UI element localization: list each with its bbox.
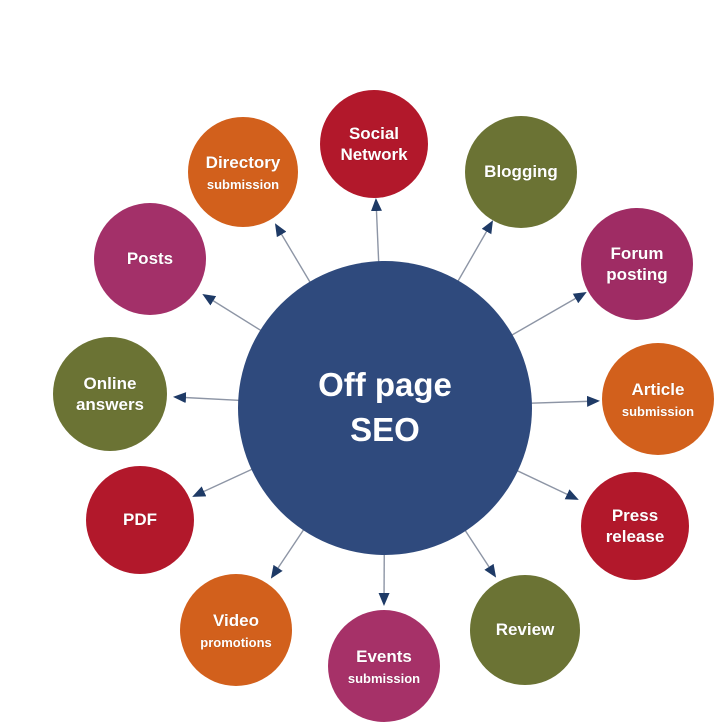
node-label: Social Network bbox=[340, 123, 408, 164]
node-label: Video bbox=[213, 610, 259, 630]
node-label: PDF bbox=[123, 510, 157, 530]
node-video-promotions: Video promotions bbox=[180, 574, 292, 686]
node-label: Blogging bbox=[484, 162, 558, 182]
node-forum-posting: Forum posting bbox=[581, 208, 693, 320]
node-sublabel: promotions bbox=[200, 634, 272, 650]
node-online-answers: Online answers bbox=[53, 337, 167, 451]
node-label: Article bbox=[631, 379, 685, 399]
node-events-submission: Events submission bbox=[328, 610, 440, 722]
node-label: Forum posting bbox=[606, 243, 668, 284]
node-sublabel: submission bbox=[621, 403, 695, 419]
node-article-submission: Article submission bbox=[602, 343, 714, 455]
center-label-line2: SEO bbox=[350, 411, 420, 448]
node-label: Directory bbox=[205, 152, 281, 172]
node-sublabel: submission bbox=[347, 670, 421, 686]
node-pdf: PDF bbox=[86, 466, 194, 574]
center-node-off-page-seo: Off page SEO bbox=[238, 261, 532, 555]
node-posts: Posts bbox=[94, 203, 206, 315]
node-label: Press release bbox=[605, 505, 665, 546]
node-sublabel: submission bbox=[206, 176, 280, 192]
node-label: Review bbox=[495, 620, 555, 640]
node-label: Events bbox=[356, 646, 412, 666]
node-directory-submission: Directory submission bbox=[188, 117, 298, 227]
node-review: Review bbox=[470, 575, 580, 685]
node-social-network: Social Network bbox=[320, 90, 428, 198]
node-blogging: Blogging bbox=[465, 116, 577, 228]
center-label-line1: Off page bbox=[318, 366, 452, 404]
node-label: Online answers bbox=[75, 373, 145, 414]
node-label: Posts bbox=[126, 249, 174, 269]
node-press-release: Press release bbox=[581, 472, 689, 580]
